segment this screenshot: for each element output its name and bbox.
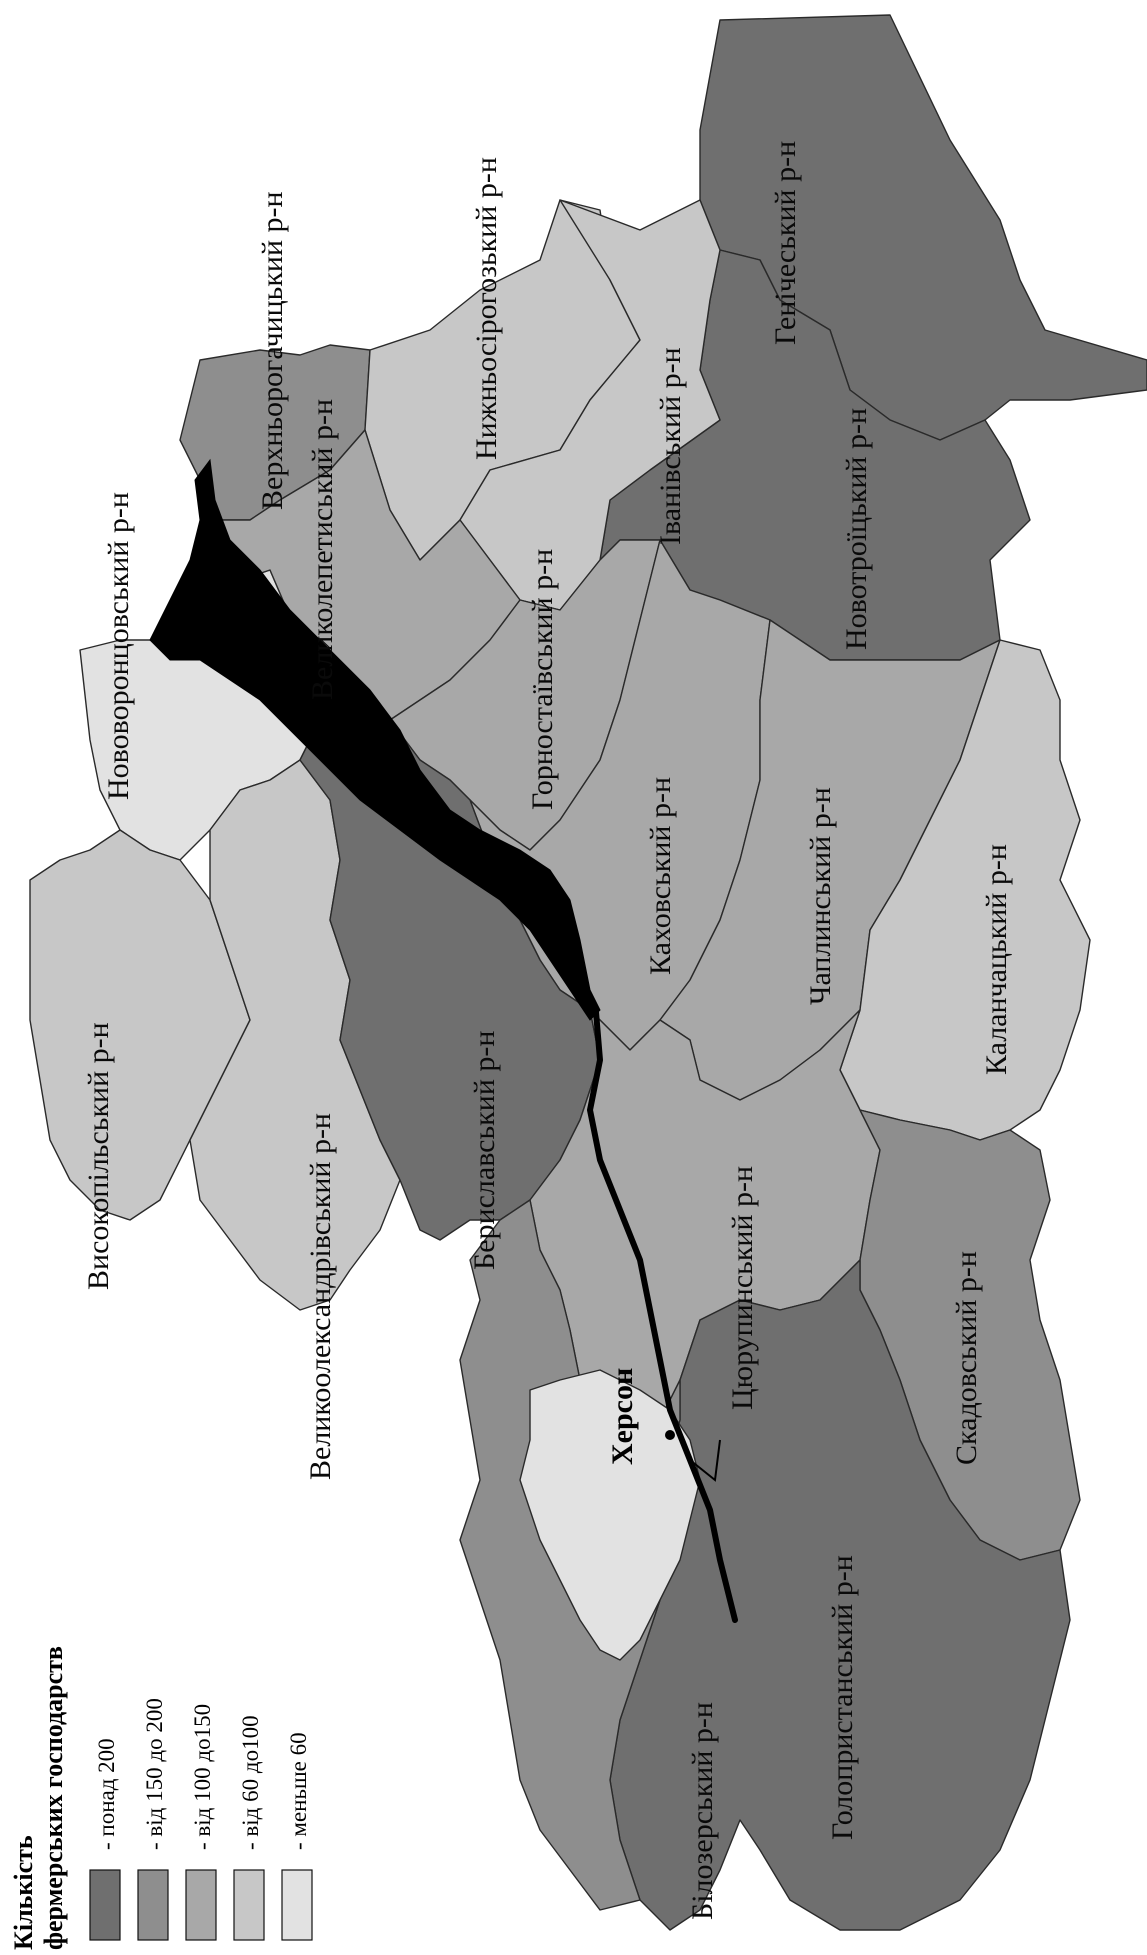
label-kakhovka[interactable]: Каховський р-н (644, 777, 677, 975)
label-novovorontsovka[interactable]: Нововоронцовський р-н (102, 492, 135, 800)
region-labels: Високопільський р-н Нововоронцовський р-… (82, 141, 1013, 1920)
legend-label-2: - від 100 до150 (190, 1704, 215, 1850)
map-legend: Кількість фермерських господарств - пона… (9, 1646, 313, 1950)
legend-label-0: - понад 200 (94, 1738, 119, 1850)
city-dot (665, 1430, 675, 1440)
label-chaplynka[interactable]: Чаплинський р-н (804, 787, 837, 1005)
kherson-city-marker: Херсон (606, 1368, 675, 1465)
label-velykolepetykha[interactable]: Великолепетиський р-н (306, 399, 339, 700)
legend-label-4: - меньше 60 (286, 1732, 311, 1850)
label-vysokopillia[interactable]: Високопільський р-н (82, 1022, 115, 1290)
label-beryslav[interactable]: Бериславський р-н (468, 1031, 501, 1270)
legend-swatch-2 (185, 1869, 217, 1941)
label-hola-prystan[interactable]: Голопристанський р-н (826, 1555, 859, 1840)
legend-swatch-0 (89, 1869, 121, 1941)
label-bilozerka[interactable]: Білозерський р-н (686, 1702, 719, 1920)
region-shape-kherson-city[interactable] (519, 1369, 701, 1661)
label-verkhnyorohachyk[interactable]: Верхньорогачицький р-н (256, 191, 289, 510)
label-nyzhnosirohozk[interactable]: Нижньосірогозький р-н (470, 157, 503, 460)
kakhovka-reservoir (149, 458, 601, 1021)
legend-swatch-4 (281, 1869, 313, 1941)
legend-swatch-1 (137, 1869, 169, 1941)
label-ivanivka[interactable]: Іванівський р-н (654, 347, 687, 545)
legend-label-3: - від 60 до100 (238, 1715, 263, 1850)
label-velykooleksandrivka[interactable]: Великоолександрівський р-н (304, 1113, 337, 1480)
river-arm (689, 1439, 721, 1482)
label-skadovsk[interactable]: Скадовський р-н (950, 1251, 983, 1465)
legend-title-line2: фермерських господарств (39, 1646, 68, 1950)
label-tsiurupynsk[interactable]: Цюрупинський р-н (726, 1166, 759, 1410)
label-kalanchak[interactable]: Каланчацький р-н (980, 844, 1013, 1075)
dnipro-river (149, 458, 738, 1623)
region-polygons (29, 14, 1147, 1931)
label-henichesk[interactable]: Генічеський р-н (769, 141, 802, 345)
dnipro-lower (587, 1009, 738, 1623)
label-novotroitsk[interactable]: Новотроїцький р-н (840, 408, 873, 650)
legend-label-1: - від 150 до 200 (142, 1698, 167, 1850)
city-label[interactable]: Херсон (606, 1368, 639, 1465)
legend-swatch-3 (233, 1869, 265, 1941)
label-hornostaivka[interactable]: Горностаївський р-н (526, 549, 559, 810)
legend-title-line1: Кількість (9, 1835, 38, 1950)
